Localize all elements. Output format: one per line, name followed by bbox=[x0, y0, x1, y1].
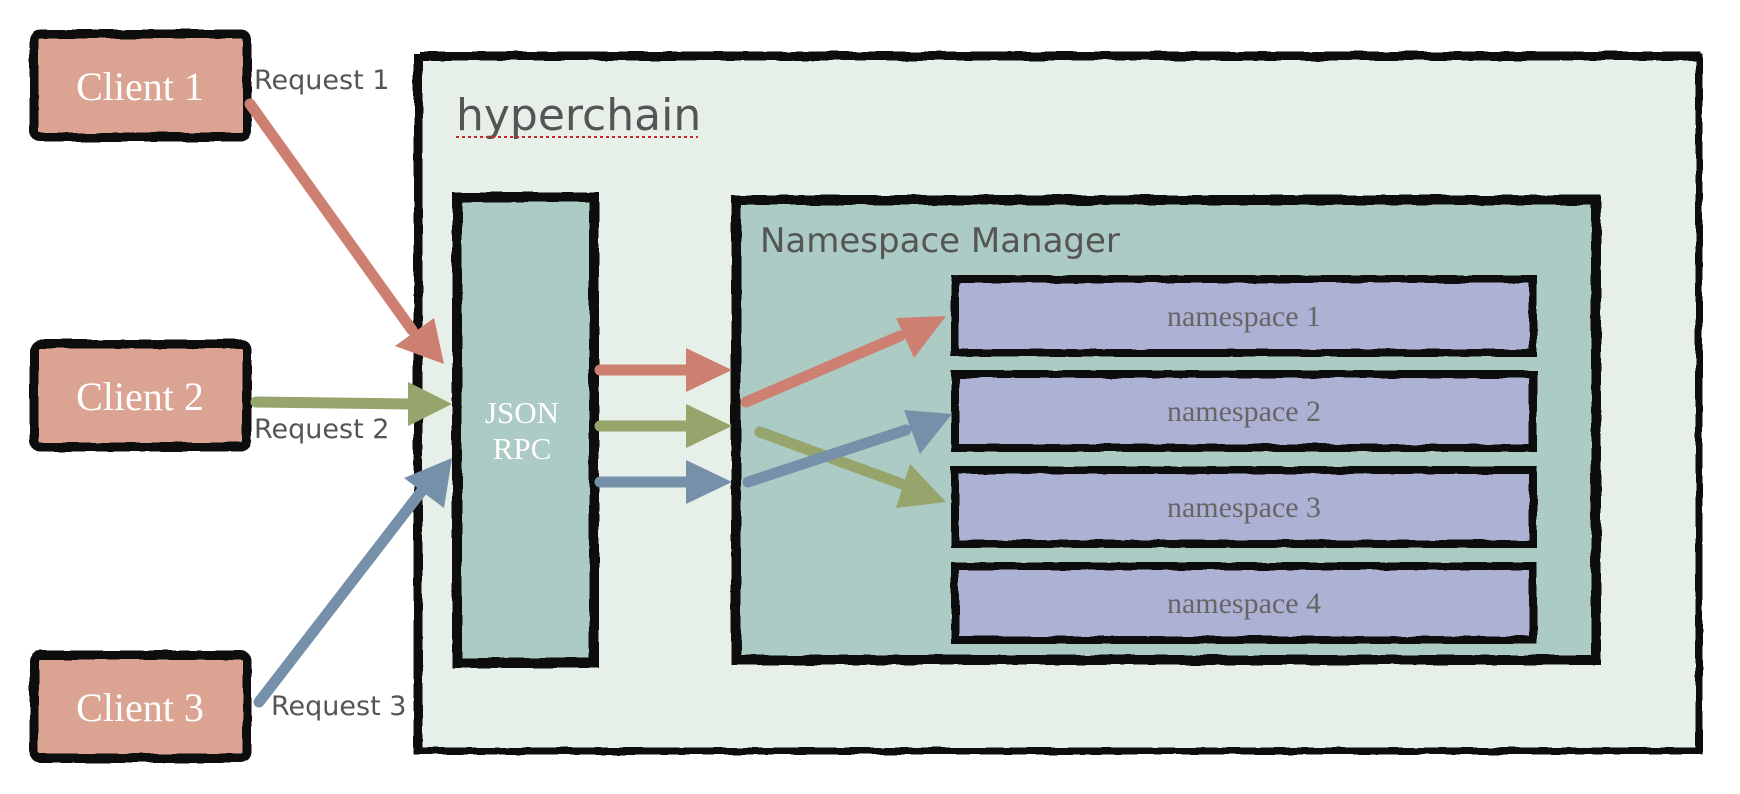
client-3-label: Client 3 bbox=[76, 685, 204, 730]
request-2-label: Request 2 bbox=[254, 414, 389, 445]
namespace-manager-title: Namespace Manager bbox=[760, 221, 1120, 261]
rpc-to-manager-blue-arrow bbox=[594, 460, 732, 504]
json-rpc-box: JSON RPC bbox=[452, 192, 599, 668]
hyperchain-title: hyperchain bbox=[456, 90, 701, 141]
request-3-label: Request 3 bbox=[271, 691, 406, 722]
client-1-box: Client 1 bbox=[29, 29, 252, 142]
rpc-to-manager-green-arrow bbox=[594, 404, 732, 448]
request-2-arrow bbox=[250, 382, 452, 426]
namespace-2-box: namespace 2 bbox=[951, 370, 1537, 452]
namespace-4-label: namespace 4 bbox=[1167, 587, 1321, 620]
request-1-label: Request 1 bbox=[254, 65, 389, 96]
namespace-3-label: namespace 3 bbox=[1167, 491, 1321, 524]
json-rpc-line-1: JSON bbox=[485, 395, 559, 430]
client-2-box: Client 2 bbox=[29, 339, 252, 452]
request-3-arrow bbox=[253, 458, 452, 708]
client-3-box: Client 3 bbox=[29, 650, 252, 763]
client-1-label: Client 1 bbox=[76, 64, 204, 109]
client-2-label: Client 2 bbox=[76, 374, 204, 419]
rpc-to-manager-red-arrow bbox=[594, 348, 732, 392]
namespace-1-box: namespace 1 bbox=[951, 275, 1537, 357]
namespace-1-label: namespace 1 bbox=[1167, 300, 1321, 333]
namespace-3-box: namespace 3 bbox=[951, 466, 1537, 548]
manager-to-namespace-2-arrow bbox=[742, 410, 952, 488]
request-1-arrow bbox=[244, 98, 444, 364]
namespace-2-label: namespace 2 bbox=[1167, 395, 1321, 428]
json-rpc-line-2: RPC bbox=[493, 431, 552, 466]
manager-to-namespace-1-arrow bbox=[740, 316, 946, 408]
namespace-4-box: namespace 4 bbox=[951, 562, 1537, 644]
